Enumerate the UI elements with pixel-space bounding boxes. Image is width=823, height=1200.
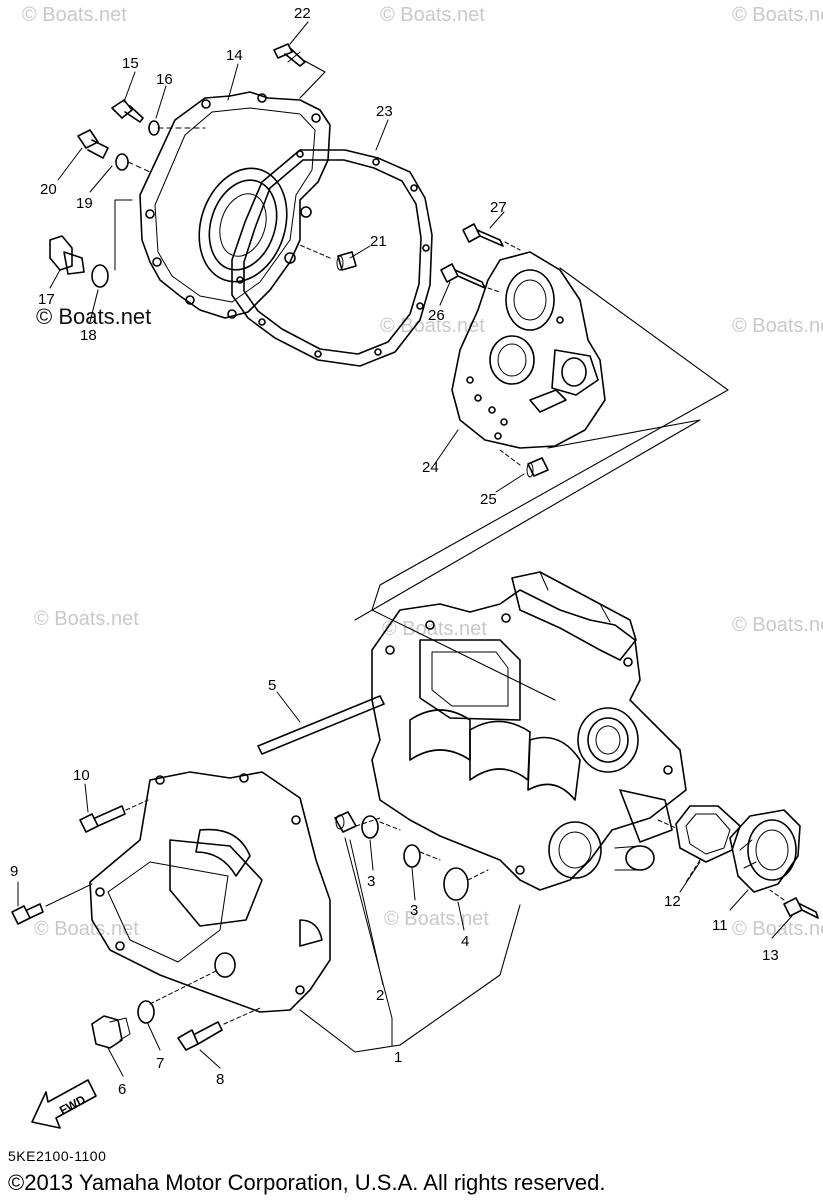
leader-line: [223, 1007, 261, 1025]
housing-part-24: [451, 251, 606, 449]
watermark: © Boats.net: [34, 918, 139, 940]
leader-frame: [371, 267, 729, 701]
leader-line: [487, 241, 521, 293]
callout-16: 16: [156, 71, 173, 88]
callout-9: 9: [10, 863, 18, 880]
leader-line: [769, 889, 785, 901]
sensor-part-17: [49, 235, 85, 275]
leader-line: [657, 819, 701, 883]
watermark: © Boats.net: [382, 618, 487, 640]
callout-25: 25: [480, 491, 497, 508]
callout-7: 7: [156, 1055, 164, 1072]
callout-3: 3: [410, 902, 418, 919]
plug-part-6: [91, 1015, 131, 1049]
callout-20: 20: [40, 181, 57, 198]
callout-24: 24: [422, 459, 439, 476]
washer-part-7: [137, 1000, 155, 1024]
bolt-part-26: [440, 263, 486, 289]
watermark: © Boats.net: [732, 614, 823, 636]
leader-line: [127, 161, 151, 173]
callout-5: 5: [268, 677, 276, 694]
callout-26: 26: [428, 307, 445, 324]
callout-leaders: [17, 21, 793, 1077]
callout-1: 1: [394, 1049, 402, 1066]
dowel-part-25: [526, 457, 549, 478]
leader-line: [499, 449, 521, 466]
o-ring-part-4: [443, 867, 469, 901]
watermark: © Boats.net: [732, 315, 823, 337]
bolt-part-9: [11, 903, 44, 925]
cover-part-14: [139, 91, 331, 319]
bolt-part-13: [783, 897, 819, 919]
gasket-part-23: [231, 149, 433, 367]
watermark: © Boats.net: [380, 315, 485, 337]
copyright-notice: ©2013 Yamaha Motor Corporation, U.S.A. A…: [8, 1170, 606, 1195]
callout-15: 15: [122, 55, 139, 72]
bolt-part-10: [79, 805, 126, 833]
watermark: © Boats.net: [732, 4, 823, 26]
callout-23: 23: [376, 103, 393, 120]
leader-line: [45, 883, 93, 907]
callout-13: 13: [762, 947, 779, 964]
watermark: © Boats.net: [34, 608, 139, 630]
callout-12: 12: [664, 893, 681, 910]
o-ring-part-3: [403, 844, 421, 868]
bolt-part-15: [111, 99, 144, 123]
callout-21: 21: [370, 233, 387, 250]
watermark: © Boats.net: [380, 4, 485, 26]
leader-frame: [299, 904, 521, 1053]
callout-22: 22: [294, 5, 311, 22]
leader-line: [299, 244, 331, 259]
callout-17: 17: [38, 291, 55, 308]
watermark: © Boats.net: [732, 918, 823, 940]
rod-part-5: [257, 695, 385, 755]
callout-14: 14: [226, 47, 243, 64]
leader-line: [379, 821, 489, 881]
crankcase-lower-part-1: [89, 771, 331, 1013]
cover-part-11: [729, 809, 801, 893]
bolt-part-27: [462, 223, 504, 247]
callout-8: 8: [216, 1071, 224, 1088]
bolt-part-8: [177, 1021, 223, 1051]
callout-4: 4: [461, 933, 469, 950]
crankcase-upper-part-1: [371, 571, 687, 891]
callout-6: 6: [118, 1081, 126, 1098]
callout-11: 11: [712, 917, 728, 934]
callout-3: 3: [367, 873, 375, 890]
dowel-part-2: [334, 811, 357, 833]
o-ring-part-18: [91, 264, 109, 288]
dowel-part-21: [336, 251, 357, 271]
callout-2: 2: [376, 987, 384, 1004]
leader-line: [149, 969, 219, 1005]
gasket-part-12: [675, 805, 741, 863]
callout-27: 27: [490, 199, 507, 216]
leader-frame: [354, 419, 701, 621]
plug-part-20: [77, 129, 109, 159]
callout-18: 18: [80, 327, 97, 344]
leader-line: [125, 799, 149, 811]
fwd-arrow-icon: FWD: [31, 1079, 97, 1129]
callout-19: 19: [76, 195, 93, 212]
leader-line: [114, 199, 133, 271]
o-ring-part-3: [361, 815, 379, 839]
watermark: © Boats.net: [22, 4, 127, 26]
callout-10: 10: [73, 767, 90, 784]
bolt-part-22: [273, 43, 326, 99]
washer-part-19: [115, 153, 129, 171]
diagram-code: 5KE2100-1100: [8, 1148, 107, 1164]
